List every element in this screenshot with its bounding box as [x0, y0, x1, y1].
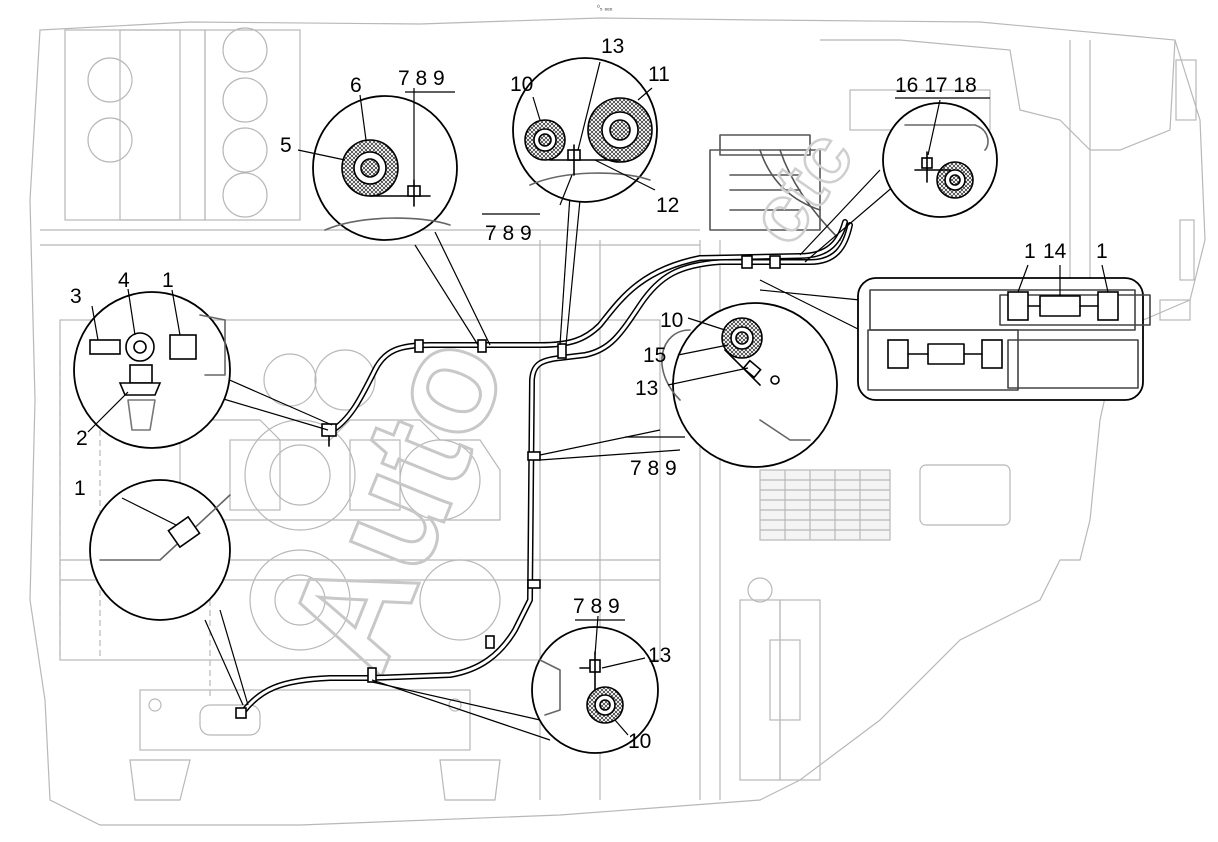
label-12: 12	[656, 194, 679, 217]
watermark-main-text: Auto	[254, 312, 538, 692]
label-13-a: 13	[601, 35, 624, 58]
label-6: 6	[350, 74, 362, 97]
label-10-a: 10	[510, 73, 533, 96]
label-16-17-18: 16 17 18	[895, 74, 977, 97]
label-13-c: 13	[648, 644, 671, 667]
label-14: 14	[1043, 240, 1067, 263]
callout-detail-1-tank	[89, 479, 231, 621]
label-7-8-9-a: 7 8 9	[398, 67, 445, 90]
bracket-marks	[405, 91, 990, 621]
label-15: 15	[643, 344, 666, 367]
callout-detail-10-13-15	[661, 302, 838, 468]
callout-detail-16-17-18	[882, 99, 998, 218]
label-10-b: 10	[660, 309, 683, 332]
label-13-b: 13	[635, 377, 658, 400]
label-1-c: 1	[1024, 240, 1036, 263]
label-7-8-9-b: 7 8 9	[485, 222, 532, 245]
detail-1-14-1	[857, 264, 1151, 401]
callout-detail-10-11-12-13	[512, 57, 658, 206]
label-4: 4	[118, 269, 130, 292]
label-1-b: 1	[74, 477, 86, 500]
label-1-d: 1	[1096, 240, 1108, 263]
callout-labels: 7 8 9 6 5 13 10 11 12 7 8 9 16 17 18 1 1…	[70, 35, 1108, 753]
label-5: 5	[280, 134, 292, 157]
label-10-c: 10	[628, 730, 651, 753]
callout-detail-bottom-10-13	[531, 615, 659, 754]
label-2: 2	[76, 427, 88, 450]
label-7-8-9-d: 7 8 9	[573, 595, 620, 618]
label-3: 3	[70, 285, 82, 308]
callout-detail-5-6	[297, 88, 458, 241]
fuel-line	[235, 219, 853, 719]
label-1-a: 1	[162, 269, 174, 292]
label-11: 11	[648, 63, 670, 86]
callout-detail-1-2-3-4	[73, 288, 231, 449]
leader-lines	[204, 169, 896, 741]
header-mark: ⁰₅ ₑₑₑ	[597, 4, 613, 12]
label-7-8-9-c: 7 8 9	[630, 457, 677, 480]
